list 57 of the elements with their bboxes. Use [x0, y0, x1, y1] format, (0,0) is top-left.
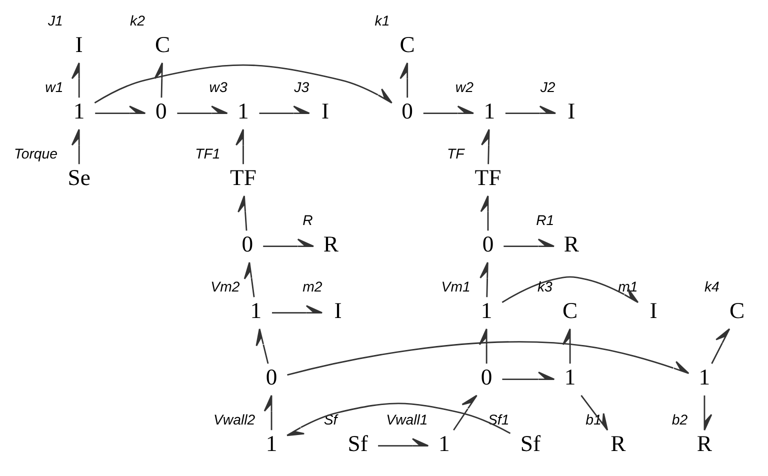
node-text: 1: [250, 298, 262, 323]
node-label: m1: [618, 278, 638, 294]
node-text: 1: [480, 298, 492, 323]
node-label: b1: [586, 411, 602, 428]
node-label: w3: [209, 78, 228, 95]
node-text: I: [75, 32, 83, 57]
node-text: C: [562, 298, 578, 323]
node-text: 1: [266, 430, 278, 456]
node-label: J1: [48, 12, 63, 28]
node-label: R1: [536, 212, 554, 228]
node-label: m2: [302, 278, 322, 294]
node-label: w2: [455, 78, 474, 95]
node-label: R: [302, 212, 313, 228]
node-text: I: [322, 98, 330, 124]
node-label: TF1: [195, 145, 220, 162]
node-text: 1: [484, 98, 496, 124]
node-text: 0: [402, 98, 413, 124]
node-text: 0: [482, 231, 494, 256]
node-text: 1: [73, 98, 85, 124]
node-label: J3: [294, 78, 310, 95]
node-text: I: [650, 298, 658, 323]
node-text: R: [696, 430, 712, 456]
node-text: 0: [480, 364, 492, 390]
node-label: k1: [374, 12, 390, 28]
node-label: w1: [45, 78, 64, 95]
node-text: C: [729, 298, 745, 323]
node-label: k3: [538, 278, 552, 294]
node-label: Vm2: [210, 278, 240, 294]
node-text: 0: [242, 231, 254, 256]
node-text: I: [568, 98, 576, 124]
node-label: Vwall2: [214, 411, 256, 428]
node-text: C: [400, 32, 415, 57]
node-label: k4: [704, 278, 720, 294]
node-label: Vwall1: [386, 411, 428, 428]
node-text: 1: [698, 364, 710, 390]
node-label: Torque: [14, 145, 58, 162]
node-text: R: [564, 231, 580, 256]
node-text: Sf: [348, 430, 368, 456]
node-text: TF: [474, 164, 502, 190]
node-text: R: [610, 430, 626, 456]
node-text: I: [334, 298, 342, 323]
node-label: TF: [446, 145, 464, 162]
node-text: C: [155, 32, 170, 57]
node-text: 0: [156, 98, 167, 124]
node-label: k2: [130, 12, 145, 28]
node-text: 1: [438, 430, 450, 456]
node-text: 0: [266, 364, 278, 390]
node-text: TF: [230, 164, 256, 190]
node-text: Sf: [520, 430, 540, 456]
node-text: 1: [564, 364, 576, 390]
node-text: Se: [68, 164, 90, 190]
node-label: J2: [540, 78, 556, 95]
node-label: b2: [672, 411, 688, 428]
node-label: Vm1: [441, 278, 470, 294]
node-label: Sf1: [488, 411, 510, 428]
node-text: R: [323, 231, 338, 256]
node-text: 1: [238, 98, 249, 124]
